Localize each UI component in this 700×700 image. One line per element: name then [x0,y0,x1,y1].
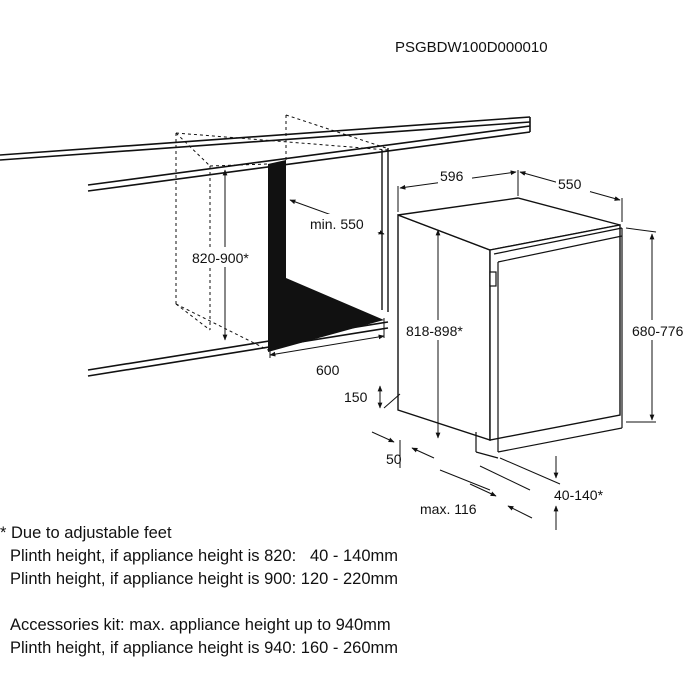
plinth-height-label: 40-140* [554,487,604,503]
footnote-row: * Due to adjustable feet [0,522,690,545]
plinth-depth-label: 50 [386,451,402,467]
niche-height-label: 820-900* [192,250,249,266]
plinth-feet [475,432,499,459]
door-height-label: 680-776 [632,323,684,339]
niche-side-wall [268,160,384,352]
appliance-height-label: 818-898* [406,323,463,339]
door-protrusion-dimension [439,465,533,519]
plinth-height-dimension [499,456,561,530]
note-line-4: Plinth height, if appliance height is 94… [10,639,398,657]
niche-width-dimension [269,318,385,358]
note-line-3: Accessories kit: max. appliance height u… [10,616,391,634]
plinth-depth-dimension [371,431,435,468]
note-line-2: Plinth height, if appliance height is 90… [10,570,398,588]
plinth-offset-label: 150 [344,389,368,405]
dishwasher-door [489,227,623,453]
installation-notes: * Due to adjustable feet Plinth height, … [0,522,690,660]
plinth-offset-dimension [377,385,401,409]
door-protrusion-label: max. 116 [420,501,477,517]
worktop [0,116,531,192]
appliance-depth-label: 550 [558,176,582,192]
cabinet-side-panel [381,148,389,312]
product-code: PSGBDW100D000010 [395,39,548,56]
niche-outline [175,114,389,351]
footnote-marker: * [0,524,7,542]
footnote-text: Due to adjustable feet [11,524,172,542]
dishwasher-body [397,197,621,441]
note-line-1: Plinth height, if appliance height is 82… [10,547,398,565]
appliance-width-label: 596 [440,168,464,184]
niche-width-label: 600 [316,362,340,378]
niche-depth-label: min. 550 [310,216,364,232]
